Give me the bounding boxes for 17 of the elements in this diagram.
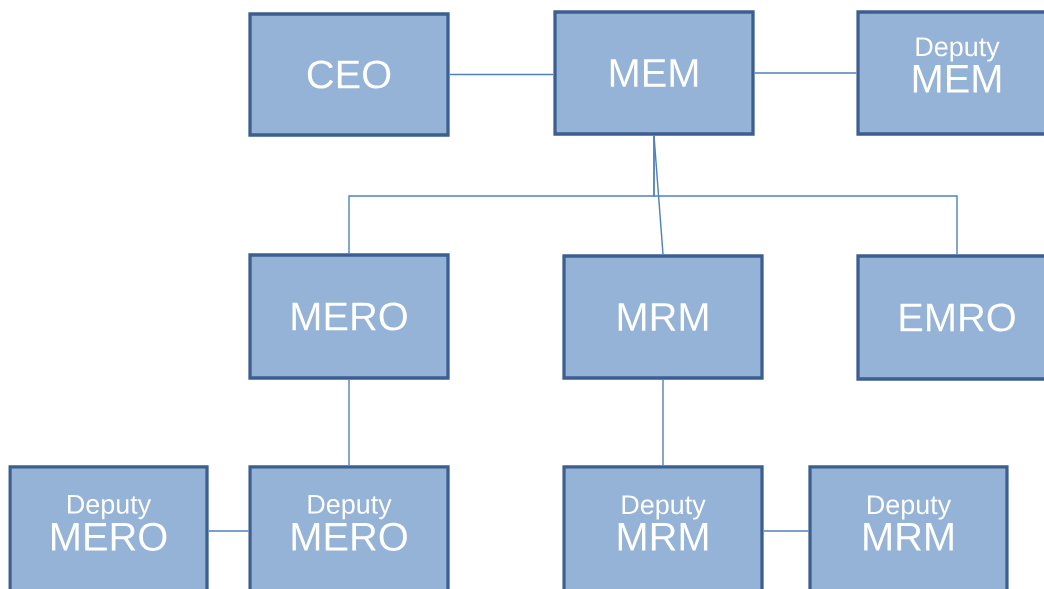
org-box: MRM	[562, 254, 764, 380]
org-box: Deputy MERO	[8, 465, 209, 589]
org-box: Deputy MRM	[808, 465, 1009, 589]
connector-line	[762, 530, 810, 532]
org-box: Deputy MRM	[562, 465, 764, 589]
org-box: MEM	[553, 10, 755, 136]
org-box: Deputy MEM	[856, 10, 1044, 136]
connector-line	[448, 73, 555, 76]
connector-line	[653, 134, 958, 256]
connector-line	[662, 378, 664, 467]
org-box: Deputy MERO	[248, 465, 450, 589]
connector-line	[348, 378, 350, 467]
org-box: MERO	[248, 253, 450, 380]
connector-line	[753, 72, 858, 74]
org-box: CEO	[248, 12, 450, 137]
org-box: EMRO	[856, 254, 1044, 381]
connector-line	[207, 530, 250, 532]
